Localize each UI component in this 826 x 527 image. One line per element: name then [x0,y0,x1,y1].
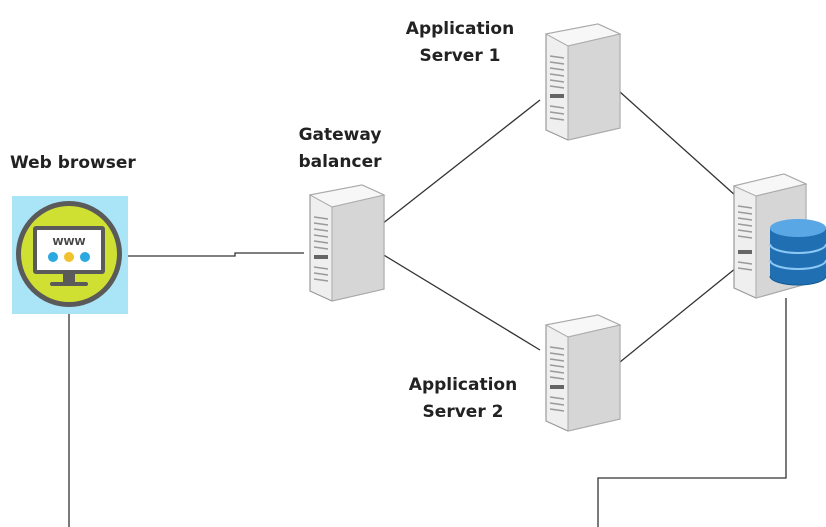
link-app2-database [619,267,737,363]
gateway-label: Gateway balancer [280,122,400,176]
app-server-2-label-line1: Application [408,375,518,395]
database-server-icon [732,173,826,299]
web-browser-label: Web browser [10,153,136,173]
database-server-node [730,172,826,304]
web-browser-node: WWW [12,196,128,314]
link-gateway-app1 [381,99,541,225]
app-server-1-node [538,22,622,146]
gateway-label-line2: balancer [298,152,382,172]
web-browser-monitor-icon: WWW [12,196,128,314]
app-server-1-label-line1: Application [405,19,515,39]
link-browser-gateway [126,252,304,257]
server-tower-icon [308,184,386,302]
app-server-2-label-line2: Server 2 [422,402,504,422]
gateway-label-line1: Gateway [298,125,382,145]
app-server-1-label-line2: Server 1 [419,46,501,66]
server-tower-icon [544,314,622,432]
server-tower-icon [544,23,622,141]
database-cylinder-icon [769,219,826,286]
app-server-2-node [538,313,622,437]
gateway-node [302,183,386,307]
link-gateway-app2 [381,253,541,351]
app-server-2-label: Application Server 2 [398,372,528,426]
app-server-1-label: Application Server 1 [395,16,525,70]
link-database-down [597,298,787,527]
link-app1-database [619,91,737,197]
monitor-screen-text: WWW [52,237,85,248]
